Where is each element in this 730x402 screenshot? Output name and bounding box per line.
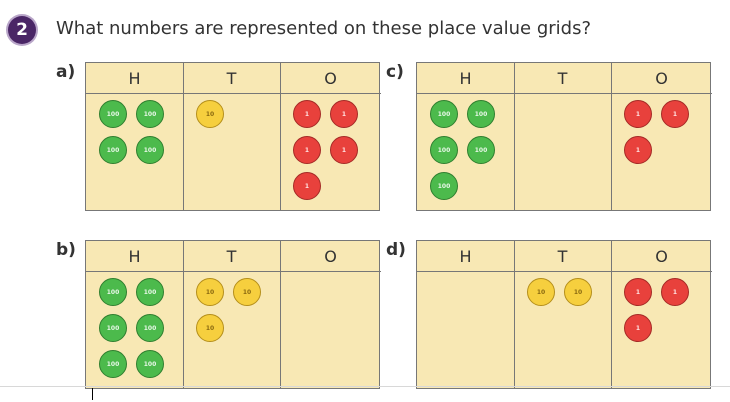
ones-counter: 1	[624, 278, 652, 306]
hundreds-counter: 100	[99, 278, 127, 306]
hundreds-counter: 100	[99, 350, 127, 378]
hundreds-counter: 100	[136, 350, 164, 378]
tens-counter: 10	[527, 278, 555, 306]
tens-counter: 10	[564, 278, 592, 306]
column-header-h: H	[417, 241, 514, 272]
column-divider	[611, 241, 612, 388]
hundreds-counter: 100	[99, 100, 127, 128]
grid-label: b)	[56, 240, 76, 260]
text-cursor	[92, 388, 93, 400]
grid-label: a)	[56, 62, 76, 82]
column-divider	[280, 63, 281, 210]
column-divider	[183, 63, 184, 210]
column-header-t: T	[183, 63, 280, 94]
column-divider	[514, 241, 515, 388]
hundreds-counter: 100	[136, 100, 164, 128]
hundreds-counter: 100	[467, 100, 495, 128]
grid-label: c)	[386, 62, 404, 82]
column-header-o: O	[611, 63, 712, 94]
hundreds-counter: 100	[99, 314, 127, 342]
tens-counter: 10	[233, 278, 261, 306]
column-header-h: H	[417, 63, 514, 94]
column-header-o: O	[280, 63, 381, 94]
ones-counter: 1	[661, 100, 689, 128]
ones-counter: 1	[293, 100, 321, 128]
hundreds-counter: 100	[136, 278, 164, 306]
tens-counter: 10	[196, 314, 224, 342]
column-divider	[280, 241, 281, 388]
column-header-t: T	[514, 63, 611, 94]
ones-counter: 1	[624, 100, 652, 128]
column-divider	[183, 241, 184, 388]
column-header-t: T	[514, 241, 611, 272]
question-number-badge: 2	[8, 16, 36, 44]
ones-counter: 1	[624, 314, 652, 342]
question-number: 2	[16, 20, 28, 40]
ones-counter: 1	[330, 136, 358, 164]
hundreds-counter: 100	[136, 136, 164, 164]
column-header-t: T	[183, 241, 280, 272]
column-header-o: O	[280, 241, 381, 272]
hundreds-counter: 100	[430, 136, 458, 164]
grid-label: d)	[386, 240, 406, 260]
hundreds-counter: 100	[99, 136, 127, 164]
ones-counter: 1	[661, 278, 689, 306]
column-divider	[514, 63, 515, 210]
column-divider	[611, 63, 612, 210]
page-divider	[0, 386, 730, 387]
column-header-o: O	[611, 241, 712, 272]
tens-counter: 10	[196, 278, 224, 306]
tens-counter: 10	[196, 100, 224, 128]
ones-counter: 1	[293, 136, 321, 164]
ones-counter: 1	[624, 136, 652, 164]
column-header-h: H	[86, 241, 183, 272]
hundreds-counter: 100	[430, 172, 458, 200]
ones-counter: 1	[293, 172, 321, 200]
ones-counter: 1	[330, 100, 358, 128]
hundreds-counter: 100	[136, 314, 164, 342]
column-header-h: H	[86, 63, 183, 94]
question-text: What numbers are represented on these pl…	[56, 18, 591, 39]
hundreds-counter: 100	[467, 136, 495, 164]
hundreds-counter: 100	[430, 100, 458, 128]
